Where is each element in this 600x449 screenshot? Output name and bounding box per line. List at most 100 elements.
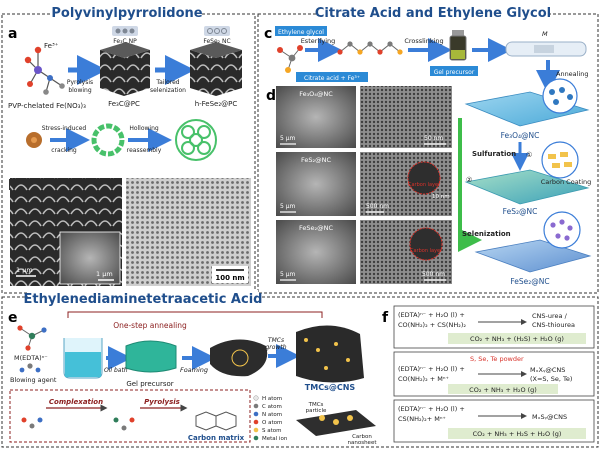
ethylene-glycol-badge xyxy=(275,26,327,36)
panel-letter-f: f xyxy=(382,310,389,326)
gel-vial xyxy=(449,30,467,61)
medta-molecule xyxy=(17,325,47,351)
box1-products-bg xyxy=(448,333,586,344)
box3-line2: CS(NH₂)₂+ Mⁿ⁺ xyxy=(398,415,446,423)
sem-inset xyxy=(59,231,121,285)
box3-line1: (EDTA)ⁿ⁻ + H₂O (l) + xyxy=(398,405,465,413)
zoom-circle-fe3o4 xyxy=(542,78,578,114)
fe-ion-label: Fe³⁺ xyxy=(44,42,59,50)
crosslinking-label: Crosslinking xyxy=(404,37,443,45)
h-fese2-pc-block xyxy=(190,42,242,96)
row-label-fes2: FeS₂@NC xyxy=(301,156,331,164)
box1-right2: CNS-thiourea xyxy=(532,321,575,329)
legend-n-atom: N atom xyxy=(262,412,282,418)
scale-d6: 5 μm xyxy=(280,271,296,278)
cracked-sphere xyxy=(91,123,125,157)
carbon-coating-label: Carbon Coating xyxy=(541,178,592,186)
panel-f: f (EDTA)ⁿ⁻ + H₂O (l) + CO(NH₂)₂ + CS(NH₂… xyxy=(382,305,595,443)
fe3c-np-label: Fe₃C NP xyxy=(113,38,137,45)
box2-line2: CO(NH₂)₂ + Mⁿ⁺ xyxy=(398,375,449,383)
arrow-selenization-c xyxy=(458,118,482,252)
fe3o4-label: Fe₃O₄@NC xyxy=(501,131,540,140)
mechanism-molecules xyxy=(21,411,237,431)
blowing-agent-label: Blowing agent xyxy=(10,376,57,384)
frame-bottom xyxy=(1,296,599,448)
tmcs-growth-label-1: TMCs xyxy=(268,337,284,344)
panel-e: e One-step annealing M(EDTA)ⁿ⁻ Blowing a… xyxy=(8,310,377,446)
esterifying-label: Esterifying xyxy=(301,37,336,45)
carbon-layer-inset xyxy=(407,161,441,195)
box1-line1: (EDTA)ⁿ⁻ + H₂O (l) + xyxy=(398,311,465,319)
carbon-matrix-label: Carbon matrix xyxy=(188,434,245,442)
blowing-agent-molecule xyxy=(19,363,41,373)
citrate-label: Citrate acid + Fe³⁺ xyxy=(304,75,360,82)
sulfuration-label: Sulfuration xyxy=(472,150,516,158)
reassembly-label: reassembly xyxy=(127,147,162,154)
box2-line1: (EDTA)ⁿ⁻ + H₂O (l) + xyxy=(398,365,465,373)
fe3c-pc-label: Fe₃C@PC xyxy=(108,100,140,108)
atom-legend: H atom C atom N atom O atom S atom Metal… xyxy=(253,395,288,442)
scale-bar-b2: 1 μm xyxy=(96,270,113,278)
ethylene-glycol-label: Ethylene glycol xyxy=(278,29,324,36)
panel-letter-c: c xyxy=(264,26,272,42)
gel-precursor-label-e: Gel precursor xyxy=(126,380,173,388)
row-label-fe3o4: Fe₃O₄@NC xyxy=(299,90,333,98)
tmcs-nanosheet-illustration xyxy=(296,410,376,436)
sem-fes2-low xyxy=(276,152,356,216)
zoom-circle-fes2 xyxy=(541,141,579,179)
panel-letter-d: d xyxy=(266,88,276,104)
legend-h-atom: H atom xyxy=(262,396,282,402)
box1-line2: CO(NH₂)₂ + CS(NH₂)₂ xyxy=(398,321,466,329)
selenization-label-c: Selenization xyxy=(462,230,511,238)
citrate-molecule xyxy=(277,45,303,73)
fese2-nc-label: FeSe₂ NC xyxy=(203,38,230,45)
box2-top: S, Se, Te powder xyxy=(470,355,524,363)
box2-products: CO₂ + NH₃ + H₂O (g) xyxy=(469,386,537,394)
citrate-badge xyxy=(296,72,368,82)
sem-fe3o4-high xyxy=(360,86,452,148)
section-title-edta: Ethylenediaminetetraacetic Acid xyxy=(24,292,263,307)
foamed-carbon xyxy=(210,339,268,377)
tmcs-cns-label: TMCs@CNS xyxy=(305,383,356,392)
box2-right: MₓXᵧ@CNS xyxy=(530,366,565,374)
legend-o-atom: O atom xyxy=(262,420,282,426)
scale-d2: 50 nm xyxy=(424,135,443,142)
panel-letter-a: a xyxy=(8,26,17,42)
complexation-label: Complexation xyxy=(49,398,103,406)
ester-chain xyxy=(337,41,403,55)
tmcs-cns-block xyxy=(296,325,364,383)
pvp-fe-molecule: Fe³⁺ xyxy=(24,42,65,95)
legend-c-atom: C atom xyxy=(262,404,282,410)
panel-c: c Ethylene glycol Esterifying Citrate ac… xyxy=(264,26,592,286)
hollow-cluster xyxy=(175,119,217,161)
section-title-pvp: Polyvinylpyrrolidone xyxy=(51,6,202,21)
sheet-fes2 xyxy=(464,169,590,205)
foaming-label: Foaming xyxy=(180,366,208,374)
sheet-fe3o4 xyxy=(464,91,590,127)
one-step-annealing-label: One-step annealing xyxy=(113,321,187,330)
legend-metal-ion: Metal ion xyxy=(262,436,288,442)
box3-products: CO₂ + NH₃ + H₂S + H₂O (g) xyxy=(473,430,562,438)
sem-fese2-low xyxy=(276,220,356,284)
panel-a: a Fe³⁺ PVP-chelated Fe(NO₃)₃ Pyrolysis b… xyxy=(8,26,242,161)
box2-right2: (X=S, Se, Te) xyxy=(530,375,572,383)
box3-products-bg xyxy=(448,428,586,439)
legend-s-atom: S atom xyxy=(262,428,282,434)
tmcs-particle-label-2: particle xyxy=(306,408,327,414)
scale-bar-b1: 1 μm xyxy=(16,266,33,274)
tmcs-particle-label-1: TMCs xyxy=(308,402,324,408)
fes2-label: FeS₂@NC xyxy=(503,207,538,216)
gel-precursor-label-c: Gel precursor xyxy=(434,69,475,76)
box1-products: CO₂ + NH₃ + (H₂S) + H₂O (g) xyxy=(470,335,564,343)
scale-d7: 500 nm xyxy=(422,271,445,278)
annealing-label: Annealing xyxy=(556,70,589,78)
tmcs-growth-label-2: growth xyxy=(265,344,286,351)
step-2-marker: ② xyxy=(466,176,472,184)
section-title-citrate: Citrate Acid and Ethylene Glycol xyxy=(315,6,551,21)
scale-bar-b3: 100 nm xyxy=(215,274,244,282)
box2-products-bg xyxy=(448,384,558,394)
panel-letter-e: e xyxy=(8,310,18,326)
cracking-label: cracking xyxy=(51,147,77,154)
carbon-layer-label-2: Carbon layer xyxy=(410,248,443,254)
